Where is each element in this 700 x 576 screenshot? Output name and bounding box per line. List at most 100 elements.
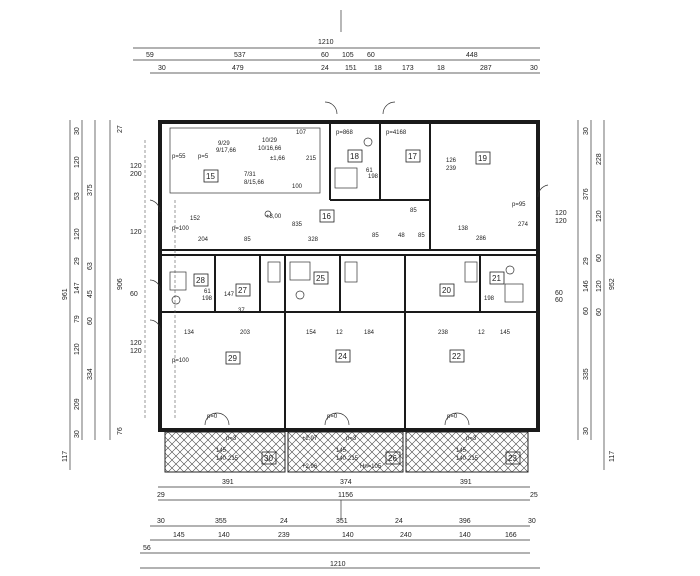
room-23: 23 — [508, 454, 517, 463]
room-27: 27 — [238, 286, 247, 295]
svg-text:56: 56 — [143, 545, 151, 552]
room-15: 15 — [206, 172, 215, 181]
room-labels: 15 16 17 18 19 20 21 22 23 24 25 26 27 2… — [193, 149, 521, 465]
svg-text:286: 286 — [476, 236, 487, 242]
svg-text:120: 120 — [130, 163, 142, 170]
svg-text:37: 37 — [238, 308, 245, 314]
room-20: 20 — [442, 286, 451, 295]
svg-text:215: 215 — [348, 456, 359, 462]
svg-text:30: 30 — [74, 127, 81, 135]
svg-text:396: 396 — [459, 518, 471, 525]
svg-text:30: 30 — [74, 430, 81, 438]
svg-text:145: 145 — [173, 532, 185, 539]
svg-text:105: 105 — [342, 52, 354, 59]
svg-text:334: 334 — [87, 368, 94, 380]
room-21: 21 — [492, 274, 501, 283]
svg-text:10/16,66: 10/16,66 — [258, 146, 282, 152]
svg-text:10/29: 10/29 — [262, 138, 278, 144]
svg-text:287: 287 — [480, 65, 492, 72]
svg-text:120: 120 — [74, 228, 81, 240]
svg-text:24: 24 — [280, 518, 288, 525]
svg-text:85: 85 — [244, 237, 251, 243]
svg-text:391: 391 — [222, 479, 234, 486]
svg-text:107: 107 — [296, 130, 307, 136]
svg-text:30: 30 — [158, 65, 166, 72]
svg-text:48: 48 — [398, 233, 405, 239]
svg-text:184: 184 — [364, 330, 375, 336]
svg-text:147: 147 — [74, 282, 81, 294]
doors — [149, 101, 549, 426]
svg-text:215: 215 — [468, 456, 479, 462]
svg-text:30: 30 — [583, 127, 590, 135]
svg-text:140: 140 — [336, 456, 347, 462]
svg-text:p=100: p=100 — [172, 226, 190, 232]
svg-text:374: 374 — [340, 479, 352, 486]
room-30: 30 — [264, 454, 273, 463]
svg-text:60: 60 — [555, 297, 563, 304]
svg-text:p=95: p=95 — [512, 202, 526, 208]
svg-text:120: 120 — [130, 229, 142, 236]
svg-text:59: 59 — [146, 52, 154, 59]
svg-text:+2,96: +2,96 — [302, 464, 318, 470]
svg-text:173: 173 — [402, 65, 414, 72]
svg-text:140: 140 — [456, 456, 467, 462]
svg-text:448: 448 — [466, 52, 478, 59]
svg-text:117: 117 — [62, 451, 69, 462]
svg-text:8/15,66: 8/15,66 — [244, 180, 265, 186]
room-26: 26 — [388, 454, 397, 463]
svg-text:85: 85 — [372, 233, 379, 239]
svg-text:120: 120 — [596, 210, 603, 222]
svg-text:29: 29 — [583, 257, 590, 265]
dim-total-bottom: 1210 — [330, 561, 346, 568]
svg-text:24: 24 — [321, 65, 329, 72]
svg-text:+3,00: +3,00 — [266, 214, 282, 220]
svg-text:85: 85 — [418, 233, 425, 239]
svg-text:120: 120 — [74, 156, 81, 168]
svg-text:12: 12 — [478, 330, 485, 336]
svg-text:18: 18 — [374, 65, 382, 72]
svg-text:835: 835 — [292, 222, 303, 228]
svg-text:120: 120 — [130, 348, 142, 355]
svg-text:53: 53 — [74, 192, 81, 200]
bottom-dimensions: 391 374 391 29 1156 25 30 355 24 351 24 … — [140, 479, 540, 569]
svg-text:120: 120 — [596, 280, 603, 292]
svg-text:215: 215 — [306, 156, 317, 162]
svg-text:239: 239 — [446, 166, 457, 172]
svg-text:375: 375 — [87, 184, 94, 196]
svg-text:25: 25 — [530, 492, 538, 499]
svg-text:145: 145 — [216, 448, 227, 454]
svg-text:203: 203 — [240, 330, 251, 336]
svg-text:239: 239 — [278, 532, 290, 539]
svg-text:18: 18 — [437, 65, 445, 72]
svg-text:240: 240 — [400, 532, 412, 539]
room-25: 25 — [316, 274, 325, 283]
svg-text:30: 30 — [157, 518, 165, 525]
svg-text:140: 140 — [342, 532, 354, 539]
svg-text:24: 24 — [395, 518, 403, 525]
svg-text:335: 335 — [583, 368, 590, 380]
svg-text:198: 198 — [202, 296, 213, 302]
svg-text:145: 145 — [456, 448, 467, 454]
svg-text:p=3: p=3 — [226, 436, 237, 442]
svg-text:140: 140 — [216, 456, 227, 462]
room-18: 18 — [350, 152, 359, 161]
svg-text:537: 537 — [234, 52, 246, 59]
svg-text:376: 376 — [583, 188, 590, 200]
svg-text:29: 29 — [157, 492, 165, 499]
svg-text:151: 151 — [345, 65, 357, 72]
svg-text:154: 154 — [306, 330, 317, 336]
svg-text:120: 120 — [555, 210, 567, 217]
svg-text:29: 29 — [74, 257, 81, 265]
right-dimensions: 30 376 29 146 60 335 30 228 120 60 120 6… — [555, 120, 616, 470]
svg-text:274: 274 — [518, 222, 529, 228]
svg-text:60: 60 — [87, 317, 94, 325]
svg-text:147: 147 — [224, 292, 235, 298]
svg-text:30: 30 — [528, 518, 536, 525]
room-19: 19 — [478, 154, 487, 163]
svg-text:145: 145 — [336, 448, 347, 454]
svg-text:351: 351 — [336, 518, 348, 525]
svg-text:±1,66: ±1,66 — [270, 156, 286, 162]
svg-text:215: 215 — [228, 456, 239, 462]
svg-text:Hn=105: Hn=105 — [360, 464, 382, 470]
